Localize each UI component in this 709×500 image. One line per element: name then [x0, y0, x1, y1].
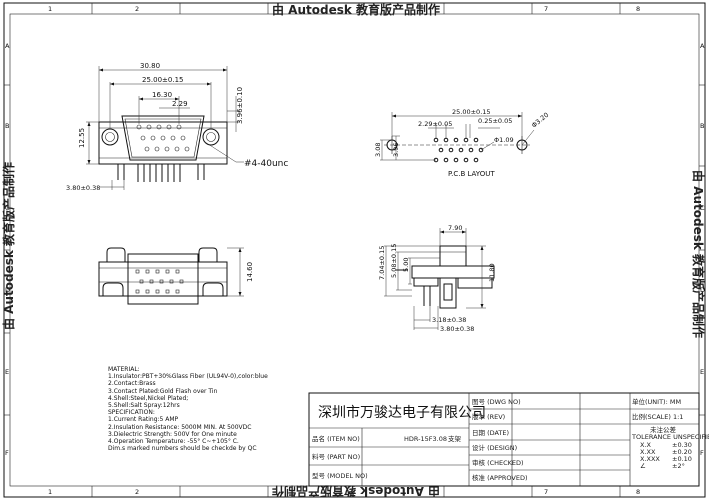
tolerance-title: 未注公差 — [650, 425, 677, 434]
dim-label: 5.08±0.15 — [390, 244, 398, 278]
side-view: 7.90 7.04±0.15 5.08±0.15 5.00 11.80 3.18… — [378, 224, 496, 333]
note-line: 2.Insulation Resistance: 5000M MIN. At 5… — [108, 423, 252, 431]
front-view: 30.80 25.00±0.15 16.30 2.29 3.96±0.10 12… — [66, 62, 288, 192]
dim-label: 25.00±0.15 — [142, 76, 184, 84]
design-label: 设计 (DESIGN) — [472, 443, 517, 452]
note-line: MATERIAL: — [108, 366, 140, 373]
notes-block: MATERIAL: 1.Insulator:PBT+30%Glass Fiber… — [108, 366, 308, 452]
row-label: C — [5, 204, 10, 212]
note-line: 5.Shell:Salt Spray:12hrs — [108, 402, 180, 410]
dim-label: Φ1.09 — [494, 136, 514, 144]
date-label: 日期 (DATE) — [472, 429, 509, 437]
tolerance-key: X.XX — [640, 448, 656, 456]
row-label: A — [700, 42, 705, 50]
row-label: C — [700, 204, 705, 212]
dim-label: 0.25±0.05 — [478, 117, 512, 125]
dim-label: 3.96 — [392, 143, 400, 157]
scale-label: 比例(SCALE) 1:1 — [632, 412, 683, 421]
col-label: 1 — [48, 488, 52, 496]
dim-label: 11.80 — [488, 263, 496, 282]
company-name: 深圳市万骏达电子有限公司 — [318, 404, 486, 421]
col-label: 7 — [544, 488, 548, 496]
title-block: 深圳市万骏达电子有限公司 品名 (ITEM NO) HDR-15F3.08 支架… — [308, 392, 709, 487]
row-label: A — [5, 42, 10, 50]
watermark-bottom: 由 Autodesk 教育版产品制作 — [272, 484, 440, 499]
note-line: 4.Shell:Steel,Nickel Plated; — [108, 394, 189, 402]
tolerance-key: X.X — [640, 441, 652, 449]
dim-label: 12.55 — [78, 128, 86, 148]
dim-label: 3.18±0.38 — [432, 316, 466, 324]
part-no-label: 料号 (PART NO) — [312, 452, 360, 461]
col-label: 1 — [48, 5, 52, 13]
approved-label: 核准 (APPROVED) — [472, 473, 528, 482]
pcb-layout: 25.00±0.15 2.29±0.05 0.25±0.05 Φ3.20 Φ1.… — [374, 108, 550, 178]
dim-label: 14.60 — [246, 262, 254, 282]
note-line: Dim.s marked numbers should be checkde b… — [108, 445, 257, 453]
tolerance-subtitle: TOLERANCE UNSPECIFIED — [631, 433, 709, 441]
dim-label: 2.29±0.05 — [418, 120, 452, 128]
row-label: B — [5, 122, 9, 130]
row-label: E — [5, 368, 9, 376]
item-no-value: HDR-15F3.08 — [404, 435, 447, 443]
dim-label: 25.00±0.15 — [452, 108, 491, 116]
note-line: SPECIFICATION: — [108, 409, 155, 417]
row-label: D — [5, 286, 10, 294]
note-line: 1.Insulator:PBT+30%Glass Fiber (UL94V-0)… — [108, 373, 268, 381]
top-view: 14.60 — [98, 247, 254, 305]
row-label: B — [700, 122, 704, 130]
dim-label: 2.29 — [172, 100, 188, 108]
col-label: 7 — [544, 5, 548, 13]
dim-label: 16.30 — [152, 91, 172, 99]
col-label: 8 — [636, 5, 640, 13]
note-line: 3.Contact Plated:Gold Flash over Tin — [108, 387, 218, 395]
border-ticks — [4, 3, 705, 497]
tolerance-value: ±2° — [672, 462, 685, 470]
pcb-caption: P.C.B LAYOUT — [448, 170, 495, 178]
border-labels: 1 2 7 8 1 2 7 8 A B C D E F A B C D E F — [5, 5, 705, 496]
tolerance-value: ±0.10 — [672, 455, 692, 463]
dim-label: 3.96±0.10 — [236, 87, 244, 124]
item-no-suffix: 支架 — [448, 434, 462, 443]
checked-label: 审核 (CHECKED) — [472, 458, 524, 467]
model-no-label: 型号 (MODEL NO) — [312, 471, 368, 480]
tolerance-key: ∠ — [640, 462, 646, 470]
revision-label: 版本 (REV) — [472, 412, 505, 421]
note-line: 3.Dielectric Strength: 500V for One minu… — [108, 430, 237, 438]
dim-label: 7.90 — [448, 224, 462, 232]
dim-label: 7.04±0.15 — [378, 246, 386, 280]
note-line: 2.Contact:Brass — [108, 380, 156, 388]
dim-label: 3.80±0.38 — [66, 184, 100, 192]
row-label: F — [5, 449, 9, 457]
note-line: 4.Operation Temperature: -55° C~+105° C. — [108, 438, 239, 446]
tolerance-value: ±0.20 — [672, 448, 692, 456]
dim-label: Φ3.20 — [530, 111, 550, 130]
row-label: F — [700, 449, 704, 457]
note-line: 1.Current Rating:5 AMP — [108, 416, 179, 424]
watermark-top: 由 Autodesk 教育版产品制作 — [272, 2, 440, 17]
dim-label: 30.80 — [140, 62, 160, 70]
col-label: 2 — [135, 5, 139, 13]
dim-label: 3.80±0.38 — [440, 325, 474, 333]
row-label: E — [700, 368, 704, 376]
item-no-label: 品名 (ITEM NO) — [312, 434, 360, 443]
thread-callout: #4-40unc — [244, 159, 288, 169]
row-label: D — [700, 286, 705, 294]
drawing-no-label: 图号 (DWG NO) — [472, 398, 521, 406]
watermark-right: 由 Autodesk 教育版产品制作 — [691, 170, 706, 338]
tolerance-key: X.XXX — [640, 455, 660, 463]
watermark-left: 由 Autodesk 教育版产品制作 — [1, 162, 16, 330]
unit-label: 单位(UNIT): MM — [632, 397, 681, 406]
col-label: 8 — [636, 488, 640, 496]
dim-label: 5.00 — [402, 258, 410, 272]
col-label: 2 — [135, 488, 139, 496]
tolerance-value: ±0.30 — [672, 441, 692, 449]
dim-label: 3.08 — [374, 143, 382, 157]
